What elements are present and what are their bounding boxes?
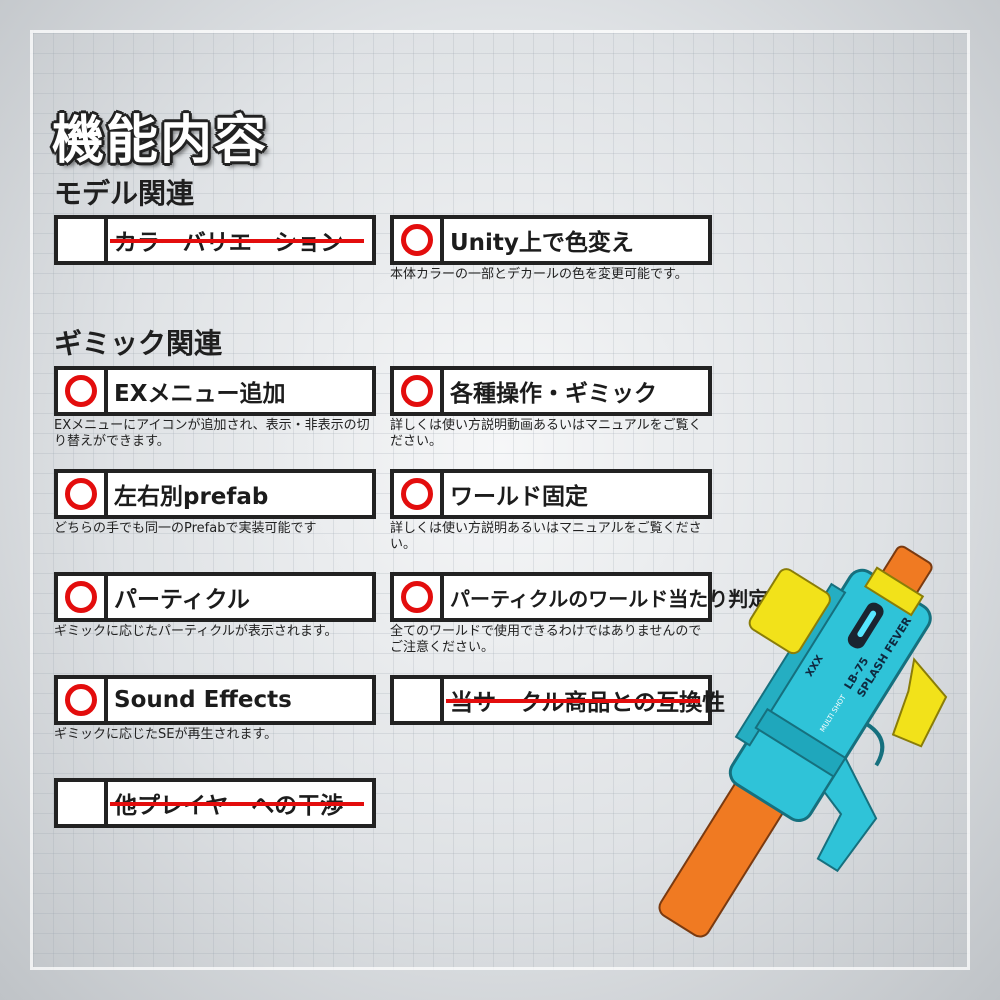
water-gun-image: SPLASH FEVER LB-75 MULTI SHOT XXX bbox=[658, 545, 948, 938]
feature-box: 左右別prefab bbox=[54, 469, 376, 519]
check-circle-icon bbox=[394, 219, 444, 261]
feature-description: 本体カラーの一部とデカールの色を変更可能です。 bbox=[390, 267, 688, 282]
feature-interference: 他プレイヤーへの干渉 bbox=[54, 778, 376, 828]
strikethrough-line bbox=[110, 802, 364, 806]
gun-yellow-grip-right bbox=[891, 657, 948, 748]
feature-label: 各種操作・ギミック bbox=[450, 381, 657, 407]
check-circle-icon bbox=[394, 473, 444, 515]
check-circle-icon bbox=[58, 576, 108, 618]
feature-box: 各種操作・ギミック bbox=[390, 366, 712, 416]
feature-box: パーティクル bbox=[54, 572, 376, 622]
gun-yellow-grip-left bbox=[748, 568, 831, 655]
feature-label: パーティクルのワールド当たり判定 bbox=[450, 586, 769, 611]
feature-particle-world: パーティクルのワールド当たり判定 全てのワールドで使用できるわけではありませんの… bbox=[390, 572, 768, 656]
feature-label: EXメニュー追加 bbox=[114, 381, 286, 407]
page-title: 機能内容 bbox=[52, 111, 269, 171]
section-heading-model: モデル関連 bbox=[54, 177, 195, 210]
check-circle-icon bbox=[394, 576, 444, 618]
feature-box: 当サークル商品との互換性 bbox=[390, 675, 725, 725]
feature-description: 全てのワールドで使用できるわけではありませんのでご注意ください。 bbox=[390, 624, 702, 655]
feature-compat: 当サークル商品との互換性 bbox=[390, 675, 725, 725]
gun-handle bbox=[816, 755, 878, 873]
feature-label: 他プレイヤーへの干渉 bbox=[114, 793, 344, 819]
feature-label: カラーバリエーション bbox=[114, 230, 344, 256]
feature-description: EXメニューにアイコンが追加され、表示・非表示の切り替えができます。 bbox=[54, 418, 370, 449]
feature-box: EXメニュー追加 bbox=[54, 366, 376, 416]
feature-unity-color: Unity上で色変え 本体カラーの一部とデカールの色を変更可能です。 bbox=[390, 215, 712, 283]
empty-checkbox bbox=[394, 679, 444, 721]
feature-box: パーティクルのワールド当たり判定 bbox=[390, 572, 768, 622]
feature-box: 他プレイヤーへの干渉 bbox=[54, 778, 376, 828]
gun-muzzle-yellow bbox=[863, 566, 925, 617]
check-circle-icon bbox=[58, 679, 108, 721]
feature-operations: 各種操作・ギミック 詳しくは使い方説明動画あるいはマニュアルをご覧ください。 bbox=[390, 366, 712, 450]
check-circle-icon bbox=[58, 370, 108, 412]
feature-prefab: 左右別prefab どちらの手でも同一のPrefabで実装可能です bbox=[54, 469, 376, 537]
check-circle-icon bbox=[394, 370, 444, 412]
empty-checkbox bbox=[58, 219, 108, 261]
feature-description: 詳しくは使い方説明あるいはマニュアルをご覧ください。 bbox=[390, 521, 702, 552]
strikethrough-line bbox=[110, 239, 364, 243]
feature-ex-menu: EXメニュー追加 EXメニューにアイコンが追加され、表示・非表示の切り替えができ… bbox=[54, 366, 376, 450]
feature-particle: パーティクル ギミックに応じたパーティクルが表示されます。 bbox=[54, 572, 376, 640]
check-circle-icon bbox=[58, 473, 108, 515]
gun-trigger bbox=[865, 722, 885, 767]
feature-box: Sound Effects bbox=[54, 675, 376, 725]
gun-rail bbox=[734, 582, 847, 747]
feature-box: カラーバリエーション bbox=[54, 215, 376, 265]
feature-label: Sound Effects bbox=[114, 687, 292, 713]
feature-color-variation: カラーバリエーション bbox=[54, 215, 376, 265]
feature-label: 左右別prefab bbox=[114, 484, 269, 510]
strikethrough-line bbox=[446, 699, 700, 703]
section-heading-gimmick: ギミック関連 bbox=[54, 327, 223, 360]
feature-description: ギミックに応じたSEが再生されます。 bbox=[54, 727, 278, 742]
feature-description: 詳しくは使い方説明動画あるいはマニュアルをご覧ください。 bbox=[390, 418, 702, 449]
feature-label: Unity上で色変え bbox=[450, 230, 634, 256]
feature-label: パーティクル bbox=[114, 587, 250, 613]
empty-checkbox bbox=[58, 782, 108, 824]
feature-world-fixed: ワールド固定 詳しくは使い方説明あるいはマニュアルをご覧ください。 bbox=[390, 469, 712, 553]
feature-description: どちらの手でも同一のPrefabで実装可能です bbox=[54, 521, 317, 536]
feature-box: ワールド固定 bbox=[390, 469, 712, 519]
feature-sound: Sound Effects ギミックに応じたSEが再生されます。 bbox=[54, 675, 376, 743]
feature-box: Unity上で色変え bbox=[390, 215, 712, 265]
feature-label: ワールド固定 bbox=[450, 484, 588, 510]
feature-label: 当サークル商品との互換性 bbox=[450, 690, 726, 716]
feature-description: ギミックに応じたパーティクルが表示されます。 bbox=[54, 624, 338, 639]
